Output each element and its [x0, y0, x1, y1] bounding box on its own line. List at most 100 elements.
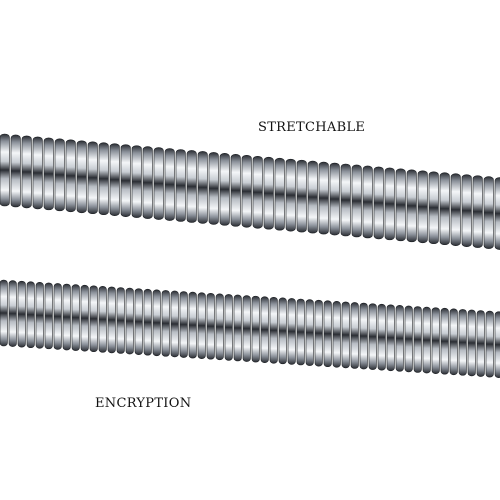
stretchable-hose-ring: [417, 170, 428, 244]
encryption-hose-ring: [395, 305, 404, 372]
stretchable-hose-image: [0, 133, 500, 250]
encryption-hose-ring: [161, 290, 170, 357]
encryption-hose-ring: [143, 288, 152, 356]
encryption-hose-ring: [251, 295, 260, 363]
encryption-hose-ring: [386, 304, 395, 372]
encryption-hose-ring: [413, 306, 422, 373]
stretchable-hose-ring: [428, 171, 439, 245]
encryption-hose-ring: [296, 298, 305, 366]
stretchable-hose-ring: [131, 145, 142, 218]
encryption-hose-ring: [107, 286, 116, 354]
stretchable-hose-ring: [230, 154, 241, 227]
stretchable-hose: [0, 128, 500, 258]
stretchable-hose-ring: [186, 150, 197, 223]
encryption-hose-ring: [17, 280, 26, 348]
encryption-hose-ring: [8, 280, 17, 347]
encryption-hose-ring: [278, 297, 287, 365]
stretchable-hose-ring: [208, 152, 219, 225]
encryption-hose-ring: [332, 301, 341, 368]
encryption-hose-ring: [0, 279, 8, 347]
encryption-hose-ring: [440, 307, 449, 375]
stretchable-hose-ring: [296, 159, 307, 233]
stretchable-hose-ring: [98, 142, 109, 216]
encryption-hose-ring: [71, 284, 80, 351]
encryption-hose-ring: [197, 292, 206, 359]
encryption-hose-ring: [359, 302, 368, 370]
encryption-hose-ring: [44, 282, 53, 350]
encryption-hose-ring: [179, 291, 188, 358]
stretchable-hose-ring: [307, 160, 318, 234]
stretchable-hose-ring: [142, 146, 153, 219]
stretchable-hose-ring: [329, 162, 340, 236]
encryption-hose-ring: [233, 294, 242, 362]
stretchable-hose-ring: [164, 148, 175, 221]
stretchable-hose-ring: [65, 139, 76, 213]
encryption-hose-ring: [431, 307, 440, 374]
stretchable-hose-ring: [175, 149, 186, 222]
stretchable-hose-ring: [318, 161, 329, 235]
encryption-hose-ring: [206, 292, 215, 360]
encryption-hose-ring: [170, 290, 179, 358]
stretchable-label: STRETCHABLE: [258, 120, 366, 135]
stretchable-hose-ring: [373, 166, 384, 240]
stretchable-hose-ring: [450, 173, 461, 246]
stretchable-hose-ring: [285, 158, 296, 232]
stretchable-hose-ring: [54, 138, 65, 212]
stretchable-hose-ring: [21, 135, 32, 209]
stretchable-hose-ring: [197, 151, 208, 224]
encryption-hose-ring: [305, 299, 314, 366]
stretchable-hose-ring: [340, 163, 351, 237]
encryption-hose-ring: [368, 303, 377, 370]
encryption-hose-ring: [485, 310, 494, 378]
stretchable-hose-ring: [263, 156, 274, 230]
stretchable-hose-ring: [43, 137, 54, 211]
encryption-hose-ring: [53, 283, 62, 350]
encryption-hose-ring: [260, 296, 269, 364]
stretchable-hose-ring: [384, 167, 395, 241]
encryption-hose-ring: [494, 311, 500, 378]
encryption-hose: [0, 272, 500, 392]
encryption-hose-ring: [35, 282, 44, 349]
stretchable-hose-ring: [252, 155, 263, 229]
stretchable-hose-ring: [32, 136, 43, 210]
stretchable-hose-ring: [472, 175, 483, 248]
stretchable-hose-ring: [241, 154, 252, 228]
encryption-hose-ring: [269, 296, 278, 364]
encryption-hose-ring: [89, 285, 98, 353]
encryption-hose-ring: [125, 287, 134, 355]
stretchable-hose-ring: [76, 140, 87, 214]
encryption-hose-ring: [458, 309, 467, 376]
stretchable-hose-ring: [395, 168, 406, 242]
encryption-label: ENCRYPTION: [95, 396, 192, 411]
encryption-hose-ring: [314, 299, 323, 367]
encryption-hose-ring: [350, 302, 359, 369]
encryption-hose-ring: [152, 289, 161, 357]
encryption-hose-ring: [98, 286, 107, 353]
stretchable-hose-ring: [406, 169, 417, 243]
stretchable-hose-ring: [494, 177, 500, 250]
encryption-hose-ring: [476, 310, 485, 377]
encryption-hose-ring: [116, 287, 125, 354]
stretchable-hose-ring: [120, 144, 131, 217]
stretchable-hose-ring: [439, 172, 450, 246]
stretchable-hose-ring: [219, 153, 230, 226]
encryption-hose-ring: [449, 308, 458, 376]
stretchable-hose-ring: [109, 143, 120, 216]
stretchable-hose-ring: [87, 141, 98, 215]
encryption-hose-ring: [242, 295, 251, 362]
stretchable-hose-ring: [351, 164, 362, 238]
encryption-hose-ring: [422, 306, 431, 374]
encryption-hose-ring: [287, 298, 296, 365]
encryption-hose-ring: [134, 288, 143, 355]
encryption-hose-ring: [224, 294, 233, 361]
encryption-hose-ring: [62, 283, 71, 351]
encryption-hose-ring: [80, 284, 89, 352]
encryption-hose-ring: [404, 305, 413, 373]
encryption-hose-ring: [377, 303, 386, 371]
stretchable-hose-ring: [483, 176, 494, 249]
encryption-hose-ring: [188, 291, 197, 359]
stretchable-hose-ring: [362, 165, 373, 239]
stretchable-hose-ring: [153, 147, 164, 220]
encryption-hose-ring: [341, 301, 350, 369]
stretchable-hose-ring: [461, 174, 472, 247]
